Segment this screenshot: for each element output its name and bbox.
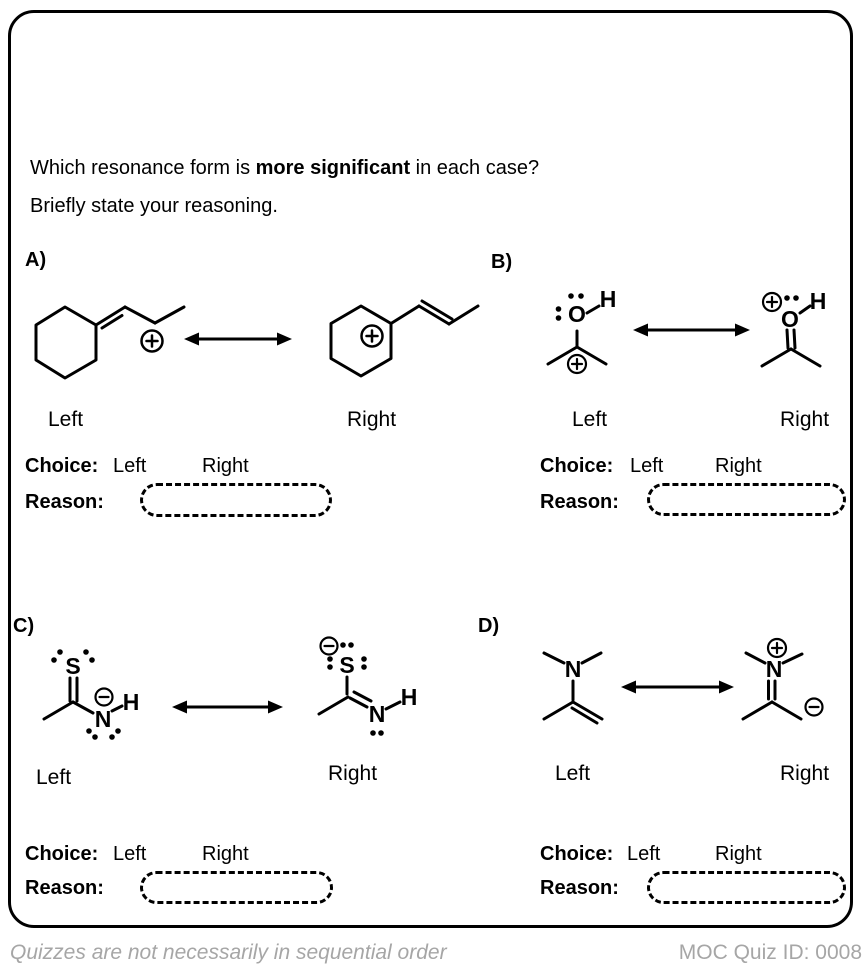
molecule-d-right: N — [741, 637, 824, 721]
choice-option-b-right[interactable]: Right — [715, 455, 762, 477]
question-text: Which resonance form is — [30, 157, 256, 179]
molecule-b-right-bonds — [760, 304, 822, 368]
plus-charge-icon — [360, 324, 384, 348]
structure-panel-c: S N H S N H — [42, 636, 418, 740]
structure-caption-c-right: Right — [328, 762, 378, 785]
lone-pair-dots — [327, 642, 384, 736]
molecule-a-right — [329, 299, 480, 378]
reason-label-b: Reason: — [540, 491, 619, 513]
reason-label-d: Reason: — [540, 877, 619, 899]
reason-label-c: Reason: — [25, 877, 104, 899]
minus-charge-icon — [804, 697, 824, 717]
hydrogen-atom: H — [401, 684, 418, 710]
question-line-1: Which resonance form is more significant… — [30, 156, 539, 180]
molecule-a-left-bonds — [94, 305, 186, 330]
lone-pair-dots — [784, 295, 799, 301]
structure-caption-c-left: Left — [36, 766, 72, 789]
molecule-d-left-bonds — [542, 651, 604, 725]
plus-charge-icon — [766, 637, 788, 659]
molecule-d-left: N — [542, 651, 604, 725]
nitrogen-atom: N — [565, 656, 582, 682]
cyclohexane-ring — [34, 305, 98, 380]
reason-input-a[interactable] — [140, 483, 332, 517]
section-label-c: C) — [13, 615, 35, 637]
molecule-d-right-bonds — [741, 651, 804, 721]
question-text-suffix: in each case? — [410, 157, 540, 179]
choice-label-d: Choice: — [540, 843, 614, 865]
choice-option-c-left[interactable]: Left — [113, 843, 147, 865]
question-emphasis: more significant — [255, 157, 411, 179]
structure-caption-a-right: Right — [347, 408, 397, 431]
lone-pair-dots — [555, 293, 584, 321]
minus-charge-icon — [319, 636, 339, 656]
quiz-sheet-frame — [8, 10, 853, 928]
choice-option-c-right[interactable]: Right — [202, 843, 249, 865]
molecule-c-right-bonds — [317, 675, 402, 716]
choice-option-a-left[interactable]: Left — [113, 455, 147, 477]
plus-charge-icon — [761, 291, 783, 313]
structure-caption-b-right: Right — [780, 408, 830, 431]
molecule-c-left: S N H — [42, 649, 140, 740]
structure-caption-b-left: Left — [572, 408, 608, 431]
resonance-arrow-c — [172, 700, 283, 714]
sulfur-atom: S — [65, 653, 80, 679]
choice-option-d-right[interactable]: Right — [715, 843, 762, 865]
resonance-arrow-a — [184, 332, 292, 346]
minus-charge-icon — [94, 687, 114, 707]
sulfur-atom: S — [339, 652, 354, 678]
hydrogen-atom: H — [123, 689, 140, 715]
structure-caption-d-left: Left — [555, 762, 591, 785]
molecule-b-right: O H — [760, 288, 827, 368]
choice-label-c: Choice: — [25, 843, 99, 865]
nitrogen-atom: N — [369, 701, 386, 727]
structure-caption-d-right: Right — [780, 762, 830, 785]
footer-quiz-id: MOC Quiz ID: 0008 — [678, 941, 862, 964]
structure-panel-b: O H O H — [546, 286, 827, 375]
molecule-c-left-bonds — [42, 676, 124, 721]
molecule-c-right: S N H — [317, 636, 418, 736]
plus-charge-icon — [140, 329, 164, 353]
molecule-a-left — [34, 305, 186, 380]
hydrogen-atom: H — [600, 286, 617, 312]
choice-label-a: Choice: — [25, 455, 99, 477]
lone-pair-dots — [51, 649, 121, 740]
oxygen-atom: O — [781, 306, 799, 332]
section-label-d: D) — [478, 615, 500, 637]
section-label-b: B) — [491, 251, 513, 273]
reason-input-b[interactable] — [647, 483, 846, 516]
nitrogen-atom: N — [766, 656, 783, 682]
molecule-b-left-bonds — [546, 304, 608, 366]
reason-label-a: Reason: — [25, 491, 104, 513]
footer-note: Quizzes are not necessarily in sequentia… — [10, 941, 447, 964]
question-line-2: Briefly state your reasoning. — [30, 195, 278, 217]
choice-label-b: Choice: — [540, 455, 614, 477]
molecule-b-left: O H — [546, 286, 617, 375]
section-label-a: A) — [25, 249, 47, 271]
choice-option-d-left[interactable]: Left — [627, 843, 661, 865]
choice-option-b-left[interactable]: Left — [630, 455, 664, 477]
structure-caption-a-left: Left — [48, 408, 84, 431]
reason-input-c[interactable] — [140, 871, 333, 904]
resonance-arrow-b — [633, 323, 750, 337]
structure-panel-a — [34, 299, 480, 380]
nitrogen-atom: N — [95, 706, 112, 732]
resonance-arrow-d — [621, 680, 734, 694]
reason-input-d[interactable] — [647, 871, 846, 904]
plus-charge-icon — [566, 353, 588, 375]
structure-panel-d: N N — [542, 637, 824, 725]
oxygen-atom: O — [568, 301, 586, 327]
hydrogen-atom: H — [810, 288, 827, 314]
molecule-a-right-bonds — [389, 299, 480, 326]
choice-option-a-right[interactable]: Right — [202, 455, 249, 477]
